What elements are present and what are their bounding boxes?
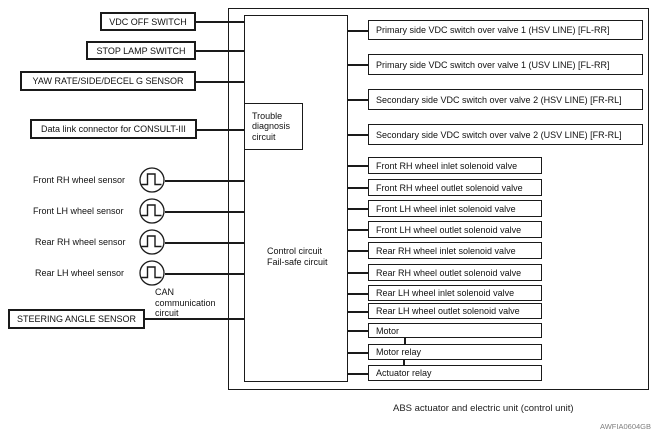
connector-line	[348, 373, 368, 375]
input-box-data-link-connector: Data link connector for CONSULT-III	[30, 119, 197, 139]
output-label: Primary side VDC switch over valve 1 (HS…	[376, 25, 610, 35]
connector-line	[348, 165, 368, 167]
pulse-waveform-icon	[139, 229, 165, 255]
connector-line	[348, 64, 368, 66]
wheel-sensor-label: Front RH wheel sensor	[33, 175, 126, 185]
output-box-solenoid: Rear RH wheel outlet solenoid valve	[368, 264, 542, 281]
connector-line	[165, 242, 244, 244]
output-label: Secondary side VDC switch over valve 2 (…	[376, 94, 622, 105]
output-label: Primary side VDC switch over valve 1 (US…	[376, 59, 610, 70]
output-label: Actuator relay	[376, 368, 432, 378]
control-circuit-box	[244, 15, 348, 382]
input-box-stop-lamp-switch: STOP LAMP SWITCH	[86, 41, 196, 60]
output-label: Front RH wheel outlet solenoid valve	[376, 182, 523, 193]
output-label: Rear LH wheel outlet solenoid valve	[376, 306, 520, 316]
connector-line	[348, 208, 368, 210]
connector-line	[348, 311, 368, 313]
connector-line	[348, 293, 368, 295]
connector-line	[348, 99, 368, 101]
control-circuit-label: Control circuit Fail-safe circuit	[267, 246, 328, 267]
output-box-solenoid: Front RH wheel inlet solenoid valve	[368, 157, 542, 174]
input-box-vdc-off-switch: VDC OFF SWITCH	[100, 12, 196, 31]
connector-line	[196, 81, 244, 83]
output-box-solenoid: Front LH wheel outlet solenoid valve	[368, 221, 542, 238]
output-box-motor: Motor	[368, 323, 542, 338]
output-label: Front LH wheel inlet solenoid valve	[376, 203, 516, 214]
output-box-vdc-valve: Secondary side VDC switch over valve 2 (…	[368, 89, 643, 110]
connector-line	[165, 273, 244, 275]
trouble-diagnosis-circuit-box: Trouble diagnosis circuit	[244, 103, 303, 150]
connector-line	[348, 229, 368, 231]
pulse-waveform-icon	[139, 260, 165, 286]
input-label: Data link connector for CONSULT-III	[41, 124, 186, 134]
output-box-vdc-valve: Secondary side VDC switch over valve 2 (…	[368, 124, 643, 145]
wheel-sensor-label: Rear RH wheel sensor	[35, 237, 126, 247]
output-box-solenoid: Rear RH wheel inlet solenoid valve	[368, 242, 542, 259]
output-label: Rear LH wheel inlet solenoid valve	[376, 288, 515, 298]
output-label: Motor	[376, 325, 400, 336]
input-label: YAW RATE/SIDE/DECEL G SENSOR	[32, 76, 184, 86]
input-label: STOP LAMP SWITCH	[96, 45, 186, 56]
connector-line	[165, 180, 244, 182]
connector-line	[197, 129, 244, 131]
input-label: VDC OFF SWITCH	[109, 16, 187, 27]
connector-line	[165, 211, 244, 213]
connector-line	[348, 330, 368, 332]
output-box-solenoid: Rear LH wheel outlet solenoid valve	[368, 303, 542, 319]
input-label: STEERING ANGLE SENSOR	[16, 314, 137, 324]
connector-line	[348, 272, 368, 274]
connector-line	[196, 50, 244, 52]
connector-line	[348, 30, 368, 32]
connector-line	[145, 318, 244, 320]
can-communication-label: CAN communication circuit	[155, 287, 216, 318]
output-box-vdc-valve: Primary side VDC switch over valve 1 (HS…	[368, 20, 643, 40]
output-box-solenoid: Front LH wheel inlet solenoid valve	[368, 200, 542, 217]
connector-line	[348, 250, 368, 252]
output-box-motor-relay: Motor relay	[368, 344, 542, 360]
output-label: Motor relay	[376, 347, 422, 357]
output-label: Rear RH wheel inlet solenoid valve	[376, 245, 516, 256]
connector-line	[403, 360, 405, 365]
output-label: Front LH wheel outlet solenoid valve	[376, 224, 522, 235]
figure-code-watermark: AWFIA0604GB	[600, 422, 651, 431]
output-label: Secondary side VDC switch over valve 2 (…	[376, 129, 622, 140]
output-box-actuator-relay: Actuator relay	[368, 365, 542, 381]
pulse-waveform-icon	[139, 198, 165, 224]
connector-line	[348, 352, 368, 354]
connector-line	[348, 187, 368, 189]
connector-line	[404, 338, 406, 344]
output-box-solenoid: Rear LH wheel inlet solenoid valve	[368, 285, 542, 301]
wheel-sensor-label: Rear LH wheel sensor	[35, 268, 125, 278]
wheel-sensor-label: Front LH wheel sensor	[33, 206, 124, 216]
connector-line	[348, 134, 368, 136]
input-box-steering-angle-sensor: STEERING ANGLE SENSOR	[8, 309, 145, 329]
input-box-yaw-rate-sensor: YAW RATE/SIDE/DECEL G SENSOR	[20, 71, 196, 91]
output-label: Rear RH wheel outlet solenoid valve	[376, 267, 522, 278]
output-box-vdc-valve: Primary side VDC switch over valve 1 (US…	[368, 54, 643, 75]
output-label: Front RH wheel inlet solenoid valve	[376, 160, 518, 171]
pulse-waveform-icon	[139, 167, 165, 193]
output-box-solenoid: Front RH wheel outlet solenoid valve	[368, 179, 542, 196]
trouble-diagnosis-label: Trouble diagnosis circuit	[252, 110, 291, 142]
connector-line	[196, 21, 244, 23]
diagram-caption: ABS actuator and electric unit (control …	[393, 403, 574, 414]
